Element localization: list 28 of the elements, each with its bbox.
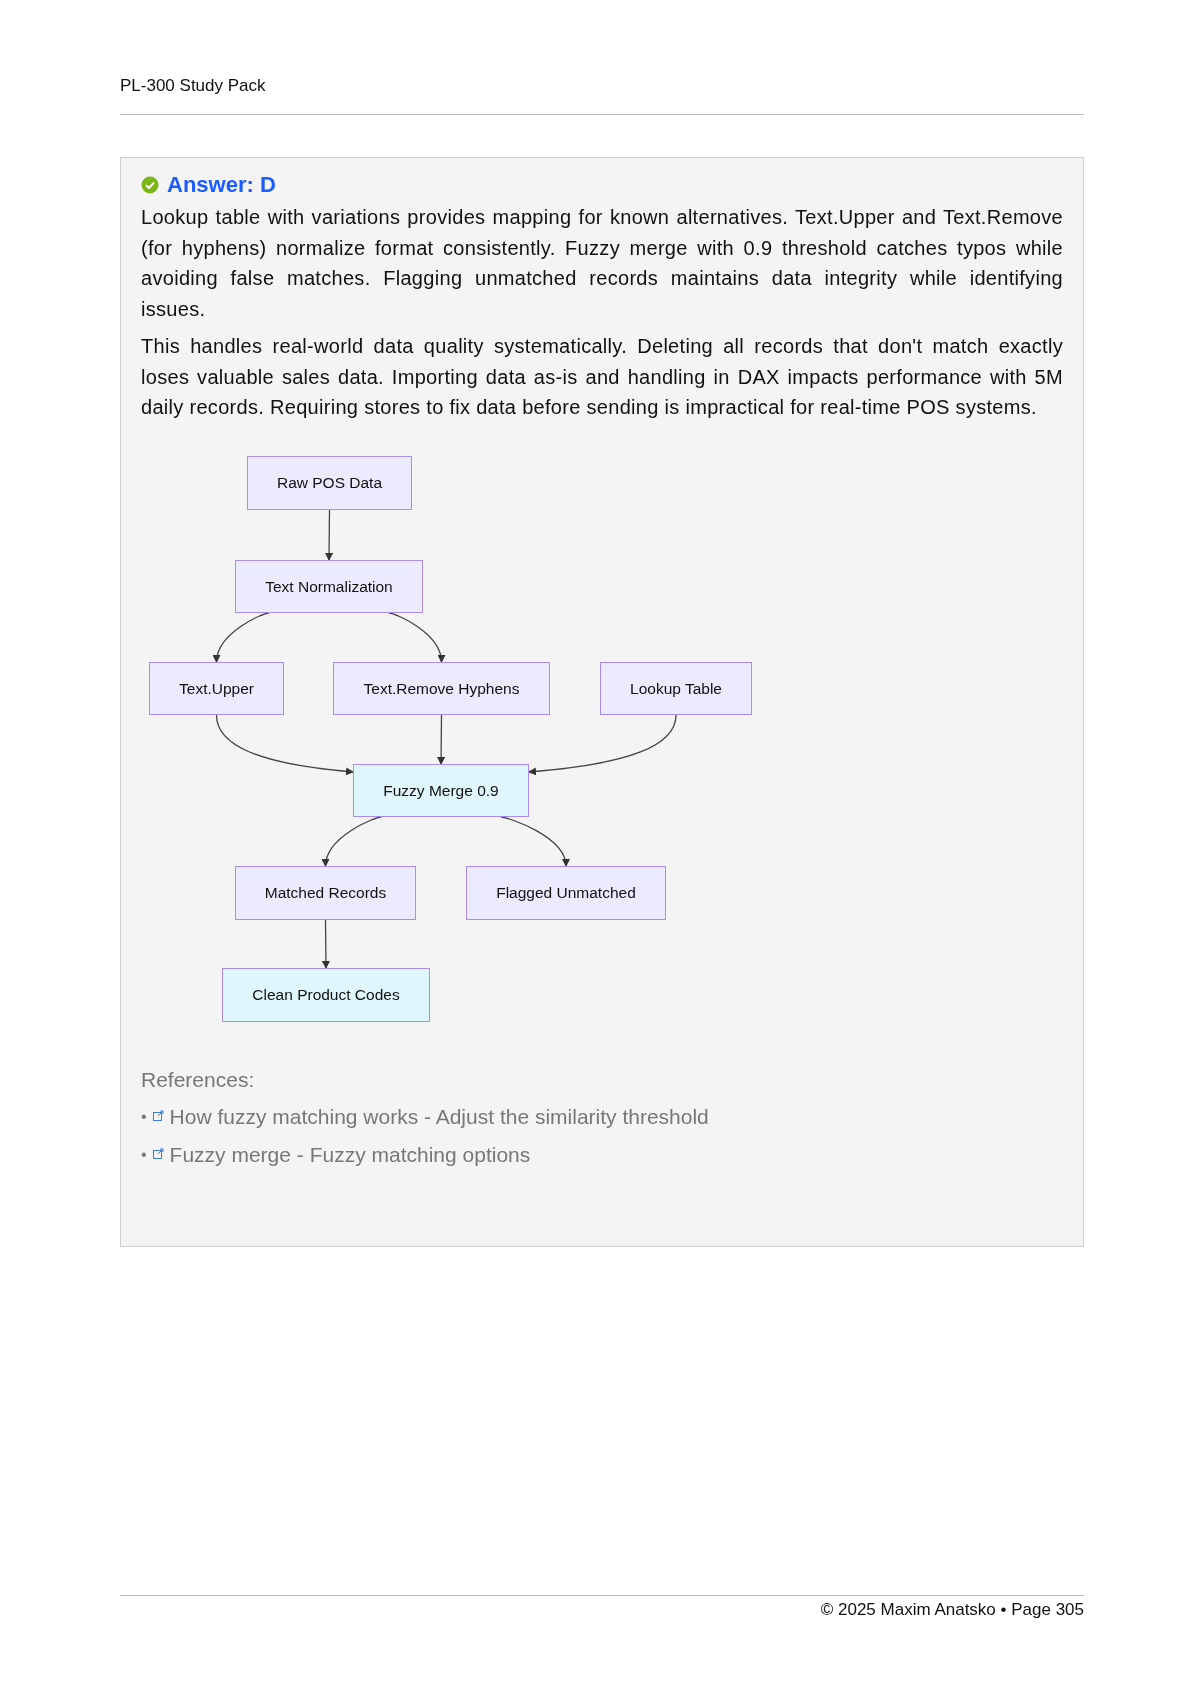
arrow [528,714,677,776]
page-header: PL-300 Study Pack [120,76,266,96]
page-footer: © 2025 Maxim Anatsko • Page 305 [820,1600,1084,1620]
process-box: Clean Product Codes [222,968,430,1022]
answer-heading: Answer: D [167,172,276,198]
process-box: Flagged Unmatched [466,866,666,920]
process-box: Text Normalization [235,560,423,613]
reference-text: How fuzzy matching works - Adjust the similarity threshold [169,1104,709,1130]
reference-text: Fuzzy merge - Fuzzy matching options [169,1142,531,1168]
bullet: • [141,1145,147,1165]
process-box: Fuzzy Merge 0.9 [353,764,529,817]
references-heading: References: [141,1068,256,1092]
arrow [325,509,334,561]
arrow [322,816,382,867]
process-box: Lookup Table [600,662,752,715]
arrow [321,919,330,969]
explanation-paragraph: This handles real-world data quality systematically. Deleting all records that don't match exactly loses valuable sales data. Importing data as-is and handling in DAX impacts performance with 5M daily records. Requiring stores to fix data before sending is impractical for real-time POS systems. [141,334,1063,420]
process-box: Matched Records [235,866,416,920]
arrow [500,816,569,867]
process-box: Text.Upper [149,662,284,715]
process-box: Raw POS Data [247,456,412,510]
bullet: • [141,1107,147,1127]
arrow [437,714,446,765]
explanation-paragraph: Lookup table with variations provides mapping for known alternatives. Text.Upper and Text.Remove (for hyphens) normalize format consistently. Fuzzy merge with 0.9 threshold catches typos while avoiding false matches. Flagging unmatched records maintains data integrity while identifying issues. [141,205,1063,322]
arrow [213,612,270,663]
arrow [388,612,445,663]
arrow [215,714,354,776]
process-box: Text.Remove Hyphens [333,662,550,715]
